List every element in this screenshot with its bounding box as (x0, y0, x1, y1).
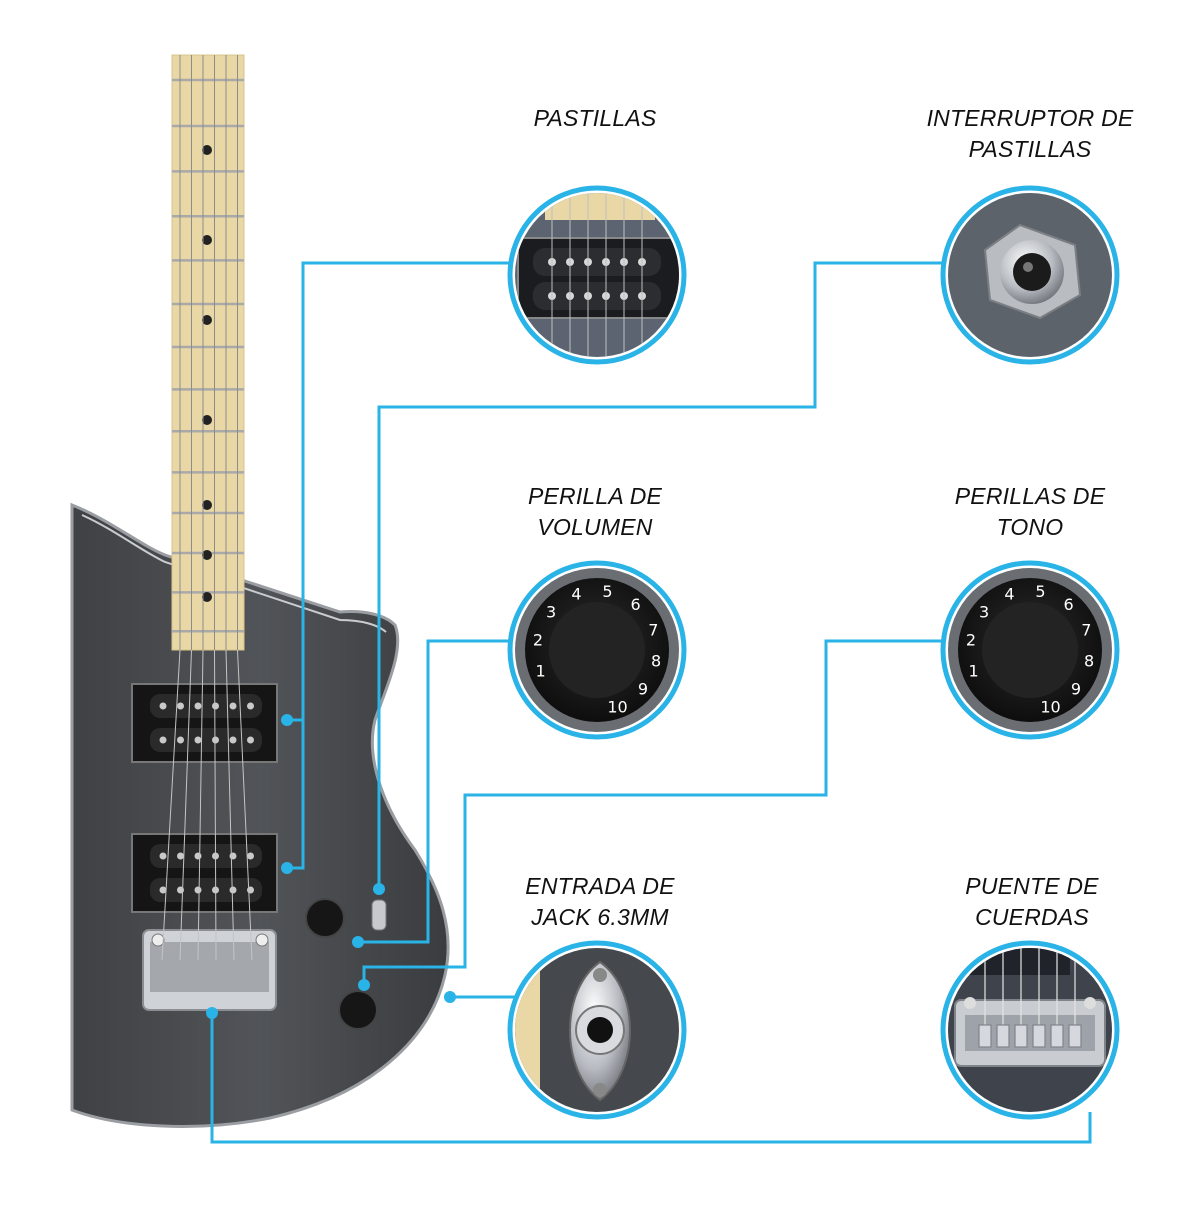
detail-jack (507, 940, 687, 1120)
pole-piece (159, 852, 167, 860)
string (197, 649, 204, 961)
knob-number: 10 (1040, 697, 1060, 716)
knob-number: 8 (651, 651, 661, 670)
fret-marker (202, 235, 212, 245)
body-bridge (142, 929, 277, 1011)
guitar-body (70, 502, 450, 1128)
knob-number: 6 (630, 595, 640, 614)
fret-marker (202, 145, 212, 155)
fret-marker (202, 500, 212, 510)
knob-number: 7 (648, 620, 658, 639)
caption-line: ENTRADA DE (525, 873, 675, 899)
saddle (1068, 1024, 1082, 1048)
pole-piece (177, 702, 184, 710)
body-pickup-bridge (131, 833, 278, 913)
knob-number: 5 (602, 582, 612, 601)
pole-piece (194, 886, 202, 894)
guitar-neck (171, 54, 245, 651)
string (237, 649, 253, 961)
body-pickup-neck (131, 683, 278, 763)
knob-number: 9 (1071, 680, 1081, 699)
caption-line: PERILLA DE (527, 483, 663, 509)
pole-piece (229, 886, 237, 894)
pole-piece (229, 852, 237, 860)
pole-piece (159, 736, 167, 744)
string (179, 649, 192, 961)
caption-jack-input: ENTRADA DE JACK 6.3MM (470, 871, 730, 933)
string (225, 649, 235, 961)
detail-pickups (507, 185, 687, 365)
caption-pickups: PASTILLAS (465, 103, 725, 134)
string (214, 649, 217, 961)
pole-piece (247, 852, 254, 860)
saddle (1014, 1024, 1028, 1048)
pole-piece (229, 702, 237, 710)
knob-number: 10 (607, 697, 627, 716)
body-volume-knob (305, 898, 345, 938)
pole-piece (159, 886, 167, 894)
detail-switch (940, 185, 1120, 365)
detail-bridge (940, 940, 1120, 1120)
knob-number: 2 (533, 631, 543, 650)
knob-number: 6 (1063, 595, 1073, 614)
pole-piece (247, 886, 254, 894)
knob-number: 3 (546, 602, 556, 621)
body-toggle-switch (371, 899, 387, 931)
leader-dots (206, 714, 456, 1019)
pole-piece (194, 702, 202, 710)
knob-number: 8 (1084, 651, 1094, 670)
caption-tone-knobs: PERILLAS DE TONO (900, 481, 1160, 543)
knob-number: 1 (969, 662, 979, 681)
knob-number: 9 (638, 680, 648, 699)
pole-piece (194, 852, 202, 860)
caption-line: PUENTE DE (965, 873, 1099, 899)
knob-number: 2 (966, 631, 976, 650)
pole-piece (212, 702, 219, 710)
detail-tone-knob: 1 234 567 89 10 (940, 560, 1120, 740)
caption-line: TONO (996, 514, 1064, 540)
caption-volume-knob: PERILLA DE VOLUMEN (465, 481, 725, 543)
pole-piece (247, 736, 254, 744)
knob-number: 4 (1004, 585, 1014, 604)
detail-volume-knob: 1 234 567 89 10 (507, 560, 687, 740)
pole-piece (159, 702, 167, 710)
fret-marker (202, 550, 212, 560)
caption-line: PASTILLAS (533, 105, 657, 131)
pole-piece (247, 702, 254, 710)
string (161, 649, 181, 961)
saddle (996, 1024, 1010, 1048)
knob-number: 4 (571, 585, 581, 604)
fret-marker (202, 415, 212, 425)
pole-piece (212, 736, 219, 744)
caption-line: JACK 6.3MM (531, 904, 669, 930)
knob-number: 1 (536, 662, 546, 681)
knob-number: 5 (1035, 582, 1045, 601)
saddle (1050, 1024, 1064, 1048)
caption-line: CUERDAS (975, 904, 1089, 930)
pole-piece (194, 736, 202, 744)
saddle (1032, 1024, 1046, 1048)
knob-number: 3 (979, 602, 989, 621)
pole-piece (177, 736, 184, 744)
fret-marker (202, 315, 212, 325)
pole-piece (177, 852, 184, 860)
body-tone-knob (338, 990, 378, 1030)
fret-marker (202, 592, 212, 602)
caption-bridge: PUENTE DE CUERDAS (902, 871, 1162, 933)
caption-pickup-switch: INTERRUPTOR DE PASTILLAS (900, 103, 1160, 165)
caption-line: VOLUMEN (537, 514, 653, 540)
caption-line: PASTILLAS (968, 136, 1092, 162)
caption-line: INTERRUPTOR DE (926, 105, 1134, 131)
caption-line: PERILLAS DE (954, 483, 1106, 509)
knob-number: 7 (1081, 620, 1091, 639)
saddle (978, 1024, 992, 1048)
pole-piece (229, 736, 237, 744)
